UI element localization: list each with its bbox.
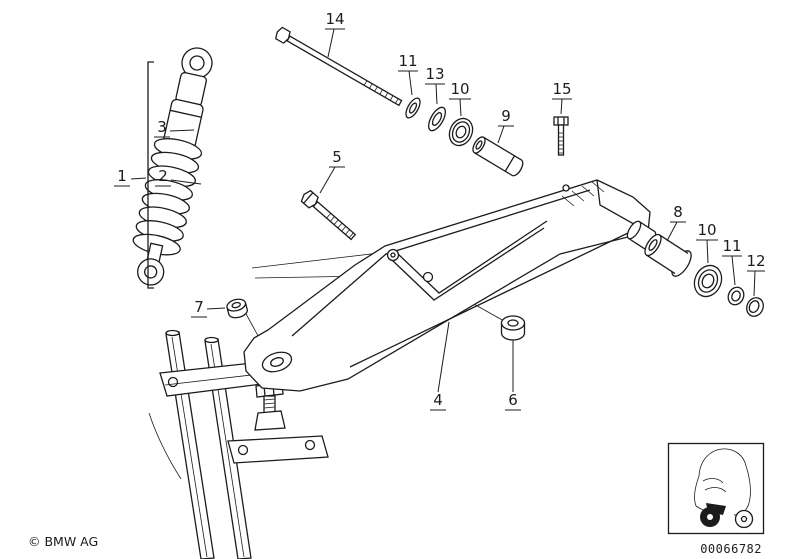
group-bracket: [147, 61, 154, 289]
callout-13-label: 13: [425, 65, 444, 83]
callout-7: 7: [191, 298, 226, 318]
callout-11-left-label: 11: [398, 52, 417, 70]
callout-13: 13: [425, 65, 445, 105]
callout-10-right: 10: [696, 221, 718, 264]
callout-5: 5: [319, 148, 345, 194]
callout-10-right-label: 10: [697, 221, 716, 239]
callout-9: 9: [497, 107, 514, 144]
callout-10-left: 10: [449, 80, 471, 117]
callout-3: 3: [154, 118, 195, 138]
callout-6-label: 6: [508, 391, 518, 409]
callout-11-left: 11: [398, 52, 418, 96]
bushing-8-drawing: [644, 233, 692, 277]
bolt-5-drawing: [300, 189, 357, 241]
callout-15: 15: [552, 80, 572, 115]
washer-11-left-drawing: [405, 97, 421, 119]
callout-15-label: 15: [552, 80, 571, 98]
thumbnail-box: [667, 442, 765, 535]
washer-11-right-drawing: [727, 286, 745, 306]
bolt-14-drawing: [275, 26, 403, 107]
bushing-10-left-drawing: [448, 117, 474, 147]
callout-8-label: 8: [673, 203, 683, 221]
callout-11-right-label: 11: [722, 237, 741, 255]
callout-4-label: 4: [433, 391, 443, 409]
callout-7-label: 7: [194, 298, 204, 316]
brake-line: [148, 412, 182, 480]
callout-4: 4: [430, 321, 450, 411]
scooter-sketch: [694, 448, 751, 516]
bolt-15-drawing: [553, 116, 569, 156]
copyright-text: © BMW AG: [28, 534, 98, 549]
callout-14: 14: [325, 10, 345, 58]
cap-7-drawing: [226, 298, 248, 319]
bushing-10-right-drawing: [693, 264, 723, 298]
spacer-9-drawing: [472, 136, 524, 177]
callout-9-label: 9: [501, 107, 511, 125]
callout-2-label: 2: [158, 167, 168, 185]
callout-1: 1: [114, 167, 147, 187]
callout-11-right: 11: [722, 237, 742, 286]
callout-12: 12: [746, 252, 766, 297]
callout-10-left-label: 10: [450, 80, 469, 98]
callouts: 1 2 3 4 5 6 7: [114, 10, 766, 411]
bushing-6-drawing: [500, 315, 526, 341]
callout-5-label: 5: [332, 148, 342, 166]
diagram-number-text: 00066782: [700, 542, 762, 556]
callout-6: 6: [505, 340, 521, 411]
callout-1-label: 1: [117, 167, 127, 185]
callout-8: 8: [666, 203, 686, 242]
callout-3-label: 3: [157, 118, 167, 136]
callout-12-label: 12: [746, 252, 765, 270]
callout-2: 2: [155, 167, 202, 187]
cap-12-drawing: [746, 297, 764, 317]
swing-arm-drawing: [243, 179, 657, 392]
seal-13-drawing: [428, 106, 446, 132]
shock-absorber-drawing: [132, 47, 213, 286]
callout-14-label: 14: [325, 10, 344, 28]
vehicle-thumbnail: [667, 442, 765, 535]
